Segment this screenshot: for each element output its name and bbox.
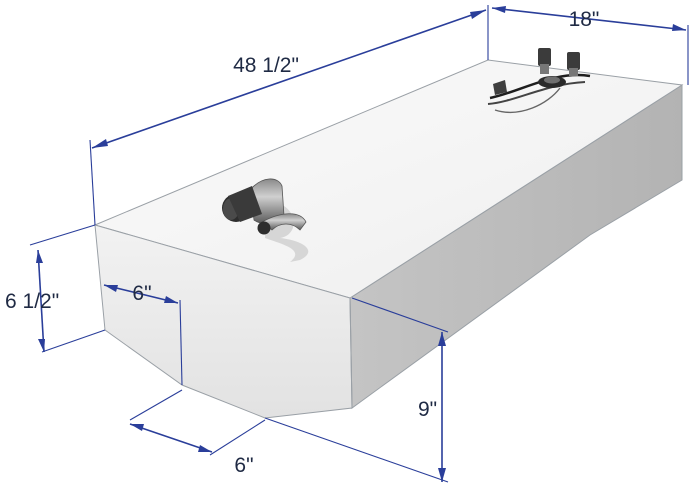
bottom-chamfer-ext-left [129,389,183,421]
fitting-right-base [569,68,578,76]
fitting-left [538,48,551,66]
fill-neck-fitting [222,178,309,262]
top-chamfer-label: 6" [132,282,151,305]
chamfer-ext-vertical [179,299,183,386]
fill-cap-body [228,186,262,222]
end-height-label: 6 1/2" [5,290,59,313]
dimension-end-height: 6 1/2" [5,224,106,353]
width-dim-line [491,7,687,31]
bottom-chamfer-dim-line [129,423,213,453]
side-height-ext-bottom [264,417,449,483]
fuel-tank [93,59,684,419]
vent-elbow [261,213,307,231]
sender-wire-2 [487,81,586,105]
length-ext-left [89,139,96,226]
fuel-sender-fittings [487,48,591,113]
vent-cap [257,221,271,235]
length-label: 48 1/2" [233,54,299,77]
side-height-arrow-top [438,332,446,346]
dimension-width: 18" [491,6,689,85]
tank-corner-edge [349,297,353,409]
length-dim-line [91,9,487,149]
bottom-chamfer-arrow-left [130,424,144,431]
dimension-side-height: 9" [264,297,449,483]
end-height-arrow-top [36,250,43,263]
dimension-top-chamfer: 6" [103,282,183,386]
width-arrow-left [492,6,506,13]
dimension-bottom-chamfer: 6" [129,389,266,477]
chamfer-arrow-right [164,296,178,303]
fitting-right [567,52,580,70]
bottom-chamfer-arrow-right [198,445,212,452]
ground-tab [493,80,507,95]
end-height-ext-bottom [41,329,106,353]
end-height-ext-top [29,224,96,246]
side-height-ext-top [351,297,449,333]
end-height-arrow-bottom [38,339,45,352]
bottom-chamfer-label: 6" [234,454,253,477]
length-arrow-right [470,10,486,19]
dimension-length: 48 1/2" [89,5,489,226]
sender-center [544,76,560,84]
fitting-left-base [540,64,549,74]
width-label: 18" [569,8,600,31]
chamfer-arrow-left [104,285,118,292]
end-height-dim-line [37,249,45,353]
bottom-chamfer-ext-right [209,419,266,456]
side-height-label: 9" [418,398,437,421]
length-arrow-left [92,139,108,148]
side-height-arrow-bottom [438,468,446,482]
width-arrow-right [672,24,686,31]
sender-wire-3 [494,87,561,113]
